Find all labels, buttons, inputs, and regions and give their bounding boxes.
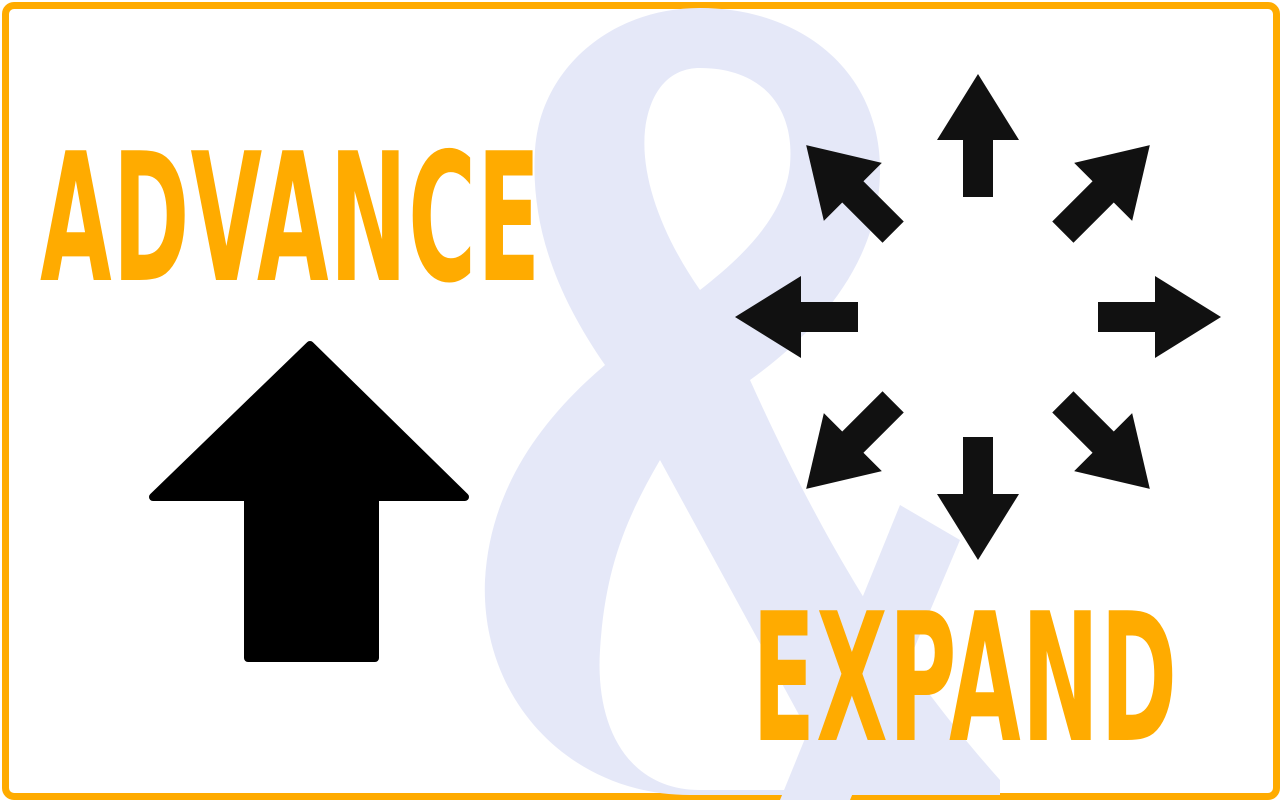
arrow-sw-icon <box>806 391 904 489</box>
arrow-w-icon <box>735 276 858 358</box>
arrow-se-icon <box>1052 391 1150 489</box>
advance-heading: ADVANCE <box>40 115 542 322</box>
arrow-e-icon <box>1098 276 1221 358</box>
arrow-nw-icon <box>806 145 904 243</box>
radial-arrows-icon <box>735 74 1221 560</box>
arrow-n-icon <box>937 74 1019 197</box>
arrow-up-icon <box>149 341 469 662</box>
arrow-s-icon <box>937 437 1019 560</box>
expand-heading: EXPAND <box>752 575 1179 782</box>
arrow-ne-icon <box>1052 145 1150 243</box>
